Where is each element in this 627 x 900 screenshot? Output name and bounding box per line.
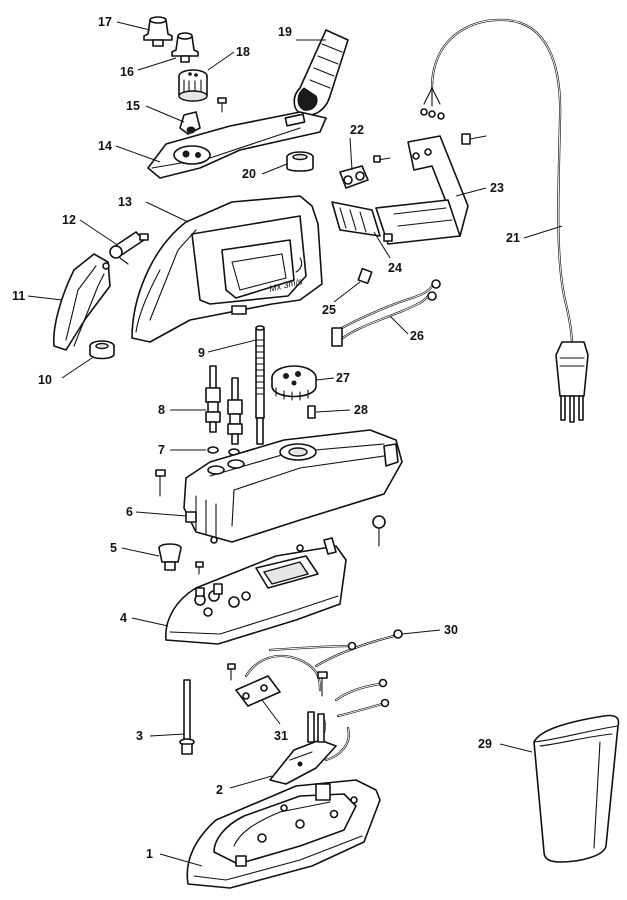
label-1: 1 bbox=[146, 847, 153, 861]
part-25-clip bbox=[357, 267, 373, 285]
screw-5 bbox=[195, 561, 204, 575]
part-29-measuring-cup bbox=[533, 714, 620, 863]
part-13-handle-housing: Mx 3m/s bbox=[131, 195, 323, 343]
label-22: 22 bbox=[350, 123, 364, 137]
label-14: 14 bbox=[98, 139, 112, 153]
label-10: 10 bbox=[38, 373, 52, 387]
label-25: 25 bbox=[322, 303, 336, 317]
part-31-thermostat bbox=[227, 655, 390, 718]
part-30-wire-lead bbox=[268, 629, 403, 668]
label-18: 18 bbox=[236, 45, 250, 59]
part-28-pin bbox=[307, 405, 316, 419]
label-9: 9 bbox=[198, 346, 205, 360]
part-22-connector bbox=[339, 155, 391, 189]
part-3-rod bbox=[179, 679, 195, 755]
part-9-spray-rod bbox=[255, 325, 265, 445]
label-15: 15 bbox=[126, 99, 140, 113]
part-20-ring bbox=[286, 151, 314, 172]
label-30: 30 bbox=[444, 623, 458, 637]
part-2-terminal-bracket bbox=[269, 711, 350, 785]
label-23: 23 bbox=[490, 181, 504, 195]
part-12-spray-nozzle bbox=[109, 231, 149, 265]
screw-small bbox=[217, 97, 227, 113]
part-17-knob-cap bbox=[143, 16, 173, 47]
label-16: 16 bbox=[120, 65, 134, 79]
label-24: 24 bbox=[388, 261, 402, 275]
part-14-handle-cover bbox=[147, 111, 327, 179]
label-8: 8 bbox=[158, 403, 165, 417]
part-19-cord-guard bbox=[293, 29, 349, 116]
part-27-gear-dial bbox=[271, 365, 317, 401]
part-6-water-tank bbox=[183, 429, 403, 544]
part-10-grommet bbox=[89, 340, 115, 360]
leader-lines bbox=[27, 21, 563, 867]
part-11-fill-cover bbox=[52, 253, 111, 351]
screw-6-left bbox=[155, 469, 166, 497]
label-4: 4 bbox=[120, 611, 127, 625]
part-1-soleplate bbox=[186, 779, 381, 889]
label-29: 29 bbox=[478, 737, 492, 751]
part-21-power-cord bbox=[420, 18, 589, 423]
label-11: 11 bbox=[12, 289, 25, 303]
callout-labels: 17 16 18 19 15 14 20 22 13 12 23 21 24 1… bbox=[12, 15, 520, 861]
part-4-heat-shield bbox=[165, 537, 347, 645]
label-12: 12 bbox=[62, 213, 76, 227]
label-19: 19 bbox=[278, 25, 292, 39]
part-8-valves bbox=[205, 365, 243, 445]
label-27: 27 bbox=[336, 371, 350, 385]
part-26-wire-lead bbox=[331, 279, 441, 347]
label-17: 17 bbox=[98, 15, 112, 29]
label-5: 5 bbox=[110, 541, 117, 555]
label-7: 7 bbox=[158, 443, 165, 457]
screw-22 bbox=[461, 133, 487, 145]
label-13: 13 bbox=[118, 195, 132, 209]
label-6: 6 bbox=[126, 505, 133, 519]
part-24-terminal-block bbox=[331, 201, 393, 242]
label-3: 3 bbox=[136, 729, 143, 743]
label-21: 21 bbox=[506, 231, 520, 245]
screw-6-right bbox=[372, 515, 386, 547]
part-15-switch-lever bbox=[179, 111, 201, 135]
part-7-seal bbox=[207, 446, 240, 456]
part-5-bushing bbox=[158, 543, 182, 571]
part-23-rear-bracket bbox=[375, 135, 469, 245]
label-31: 31 bbox=[274, 729, 288, 743]
label-20: 20 bbox=[242, 167, 256, 181]
label-26: 26 bbox=[410, 329, 424, 343]
label-2: 2 bbox=[216, 783, 223, 797]
label-28: 28 bbox=[354, 403, 368, 417]
part-16-button bbox=[171, 32, 199, 63]
part-18-temperature-dial bbox=[178, 69, 208, 102]
